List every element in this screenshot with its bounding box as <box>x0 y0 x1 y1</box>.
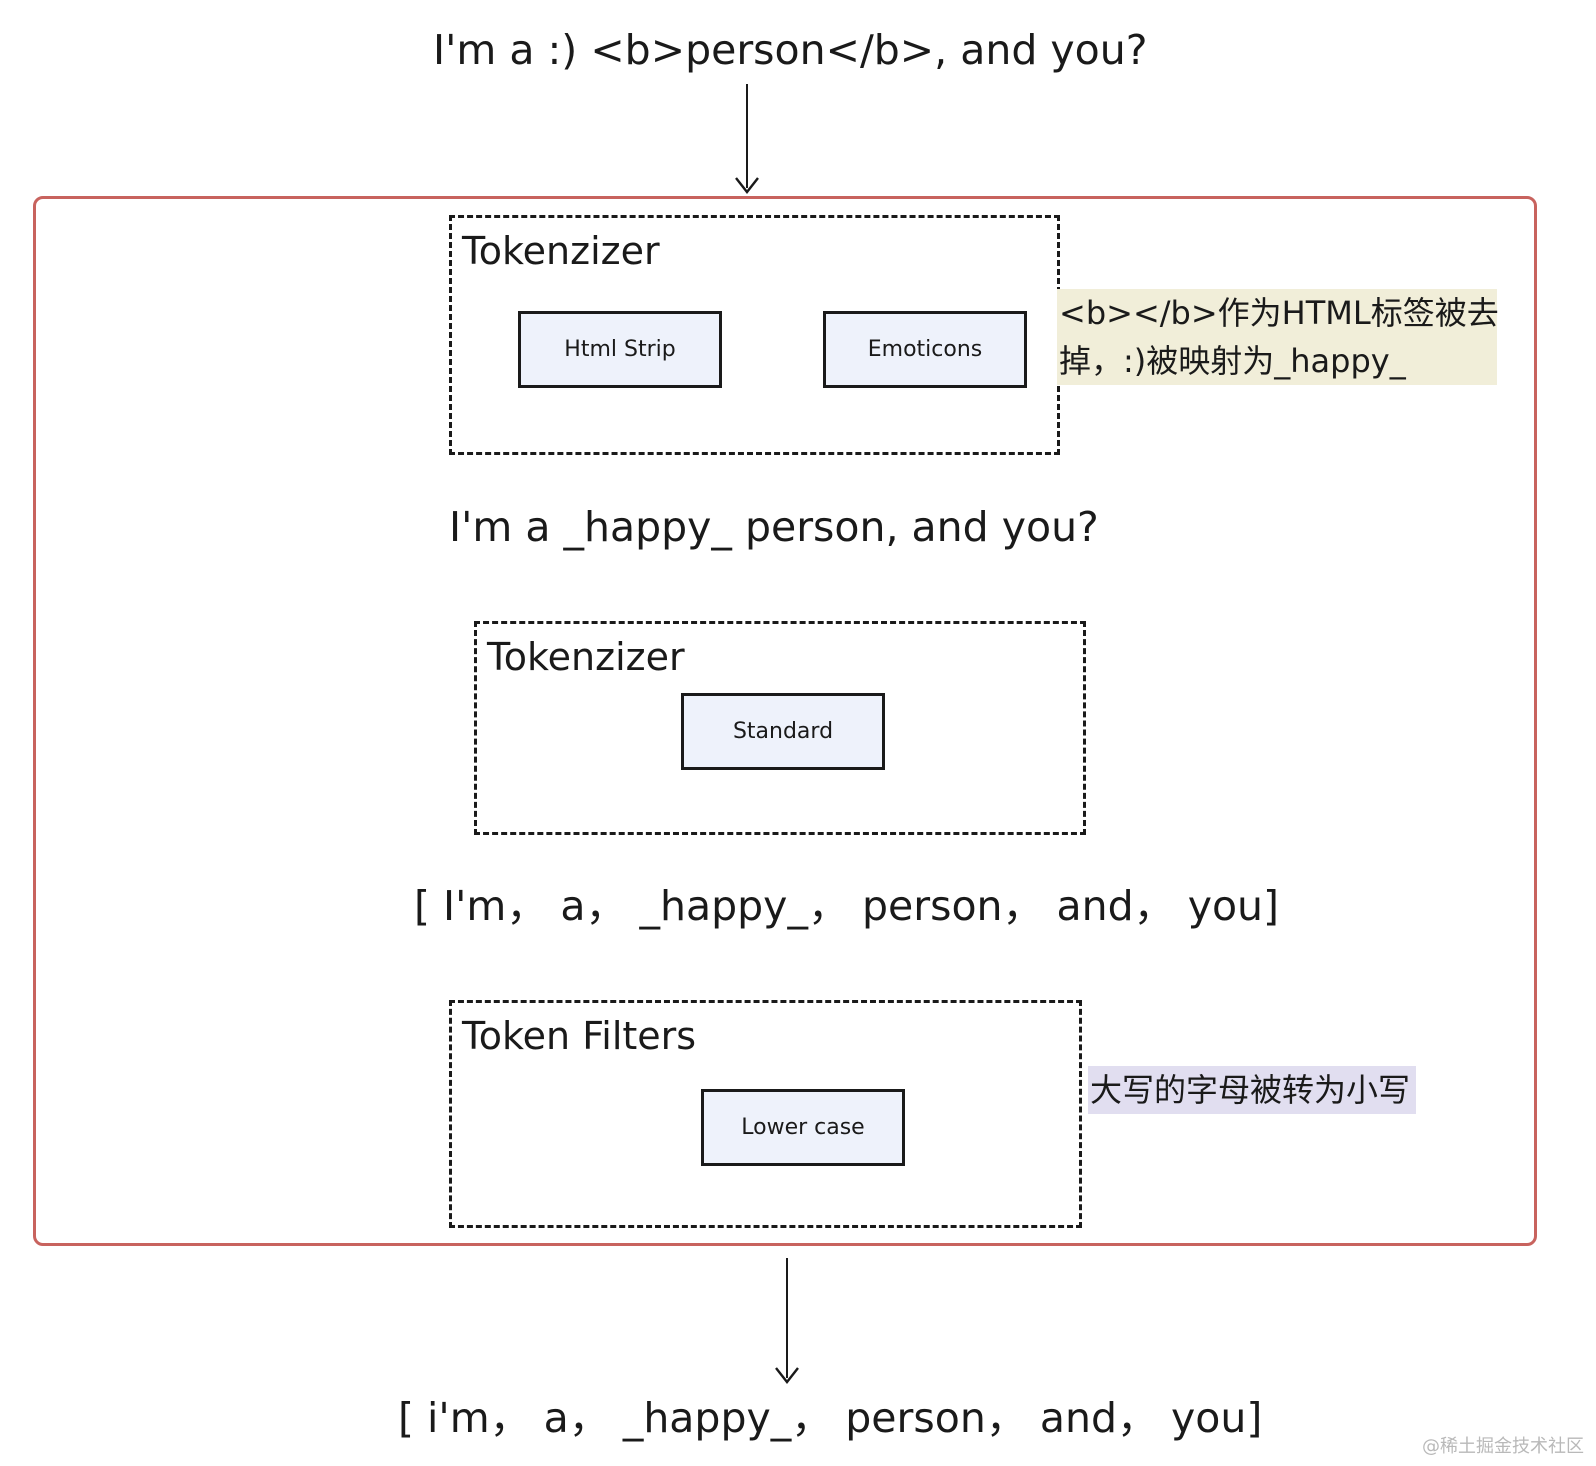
note-line: 掉，:)被映射为_happy_ <box>1059 342 1406 380</box>
after-tokenizer-text: [ I'm， a， _happy_， person， and， you] <box>414 882 1280 930</box>
stage-title: Token Filters <box>462 1014 697 1058</box>
output-text: [ i'm， a， _happy_， person， and， you] <box>398 1394 1263 1442</box>
after-char-filters-text: I'm a _happy_ person, and you? <box>449 503 1099 551</box>
stage-title: Tokenzizer <box>462 229 660 273</box>
note-token-filters: 大写的字母被转为小写 <box>1088 1066 1417 1114</box>
component-html-strip: Html Strip <box>518 311 722 388</box>
note-char-filters: <b></b>作为HTML标签被去 掉，:)被映射为_happy_ <box>1057 289 1499 385</box>
component-lower-case: Lower case <box>701 1089 905 1166</box>
note-line: <b></b>作为HTML标签被去 <box>1059 294 1499 332</box>
component-standard: Standard <box>681 693 885 770</box>
watermark: @稀土掘金技术社区 <box>1422 1436 1584 1457</box>
analyzer-frame <box>33 196 1537 1246</box>
stage-token-filters: Token Filters Lower case <box>449 1000 1082 1228</box>
stage-tokenizer: Tokenzizer Standard <box>474 621 1086 835</box>
input-text: I'm a :) <b>person</b>, and you? <box>433 26 1148 74</box>
stage-char-filters: Tokenzizer Html Strip Emoticons <box>449 215 1060 455</box>
stage-title: Tokenzizer <box>487 635 685 679</box>
component-emoticons: Emoticons <box>823 311 1027 388</box>
